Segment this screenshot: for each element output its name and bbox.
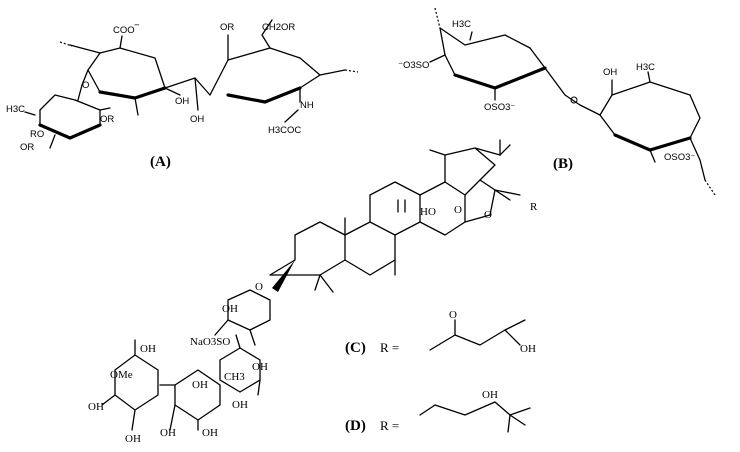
r-equals-c: R = (380, 340, 399, 355)
nao3so-label: NaO3SO (190, 336, 230, 348)
ch2or-label: CH2OR (262, 22, 295, 33)
o-carbonyl-label: O (454, 204, 462, 216)
o-c-label: O (449, 309, 457, 321)
oh-glc-label-1: OH (192, 379, 208, 391)
ro-label: RO (30, 129, 44, 140)
oh-quin-label-1: OH (252, 361, 268, 373)
structure-b: H3C ⁻O3SO OSO3⁻ OH H3C OSO3⁻ (B) (398, 7, 716, 196)
o-ring-label: O (484, 209, 492, 221)
oso3-label-2: OSO3⁻ (664, 152, 695, 163)
oh-label-2: OH (190, 114, 204, 125)
o-side-label: O (255, 281, 263, 293)
panel-label-b: (B) (553, 156, 573, 172)
oh-mglc-label-2: OH (88, 401, 104, 413)
h3c-label: H3C (6, 104, 25, 115)
coo-charge: − (134, 20, 140, 31)
oh-xyl-label: OH (222, 303, 238, 315)
h3c-top-label: H3C (452, 19, 471, 30)
ome-label: OMe (110, 369, 133, 381)
oh-mglc-label-1: OH (140, 343, 156, 355)
panel-label-c: (C) (345, 340, 366, 356)
r-label: R (530, 201, 538, 213)
panel-label-a: (A) (150, 154, 171, 170)
ch3-label: CH3 (224, 371, 245, 383)
oh-glc-label-3: OH (160, 427, 176, 439)
or-top-label: OR (220, 22, 234, 33)
h3c-mid-label: H3C (636, 62, 655, 73)
o3so-label: ⁻O3SO (398, 60, 429, 71)
structure-a: COO − OR CH2OR OH OH NH H3COC H3C OR RO … (6, 19, 359, 170)
structure-c: HO O O R NaO3SO O OH CH3 OH OH OH OH OH … (88, 139, 538, 445)
panel-label-d: (D) (345, 418, 366, 434)
o-link-label: O (82, 80, 89, 91)
oh-glc-label-2: OH (202, 427, 218, 439)
oh-quin-label-2: OH (232, 399, 248, 411)
coo-label: COO (113, 25, 135, 36)
oh-label-b: OH (603, 67, 617, 78)
oso3-label-1: OSO3⁻ (484, 102, 515, 113)
ho-label: HO (420, 206, 436, 218)
oh-c-label: OH (520, 343, 536, 355)
nh-label: NH (300, 100, 314, 111)
oh-d-label: OH (482, 389, 498, 401)
h3coc-label: H3COC (268, 125, 301, 136)
r-equals-d: R = (380, 418, 399, 433)
or-label-2: OR (20, 142, 34, 153)
oh-mglc-label-3: OH (125, 433, 141, 445)
oh-label-1: OH (175, 96, 189, 107)
or-label-1: OR (100, 114, 114, 125)
